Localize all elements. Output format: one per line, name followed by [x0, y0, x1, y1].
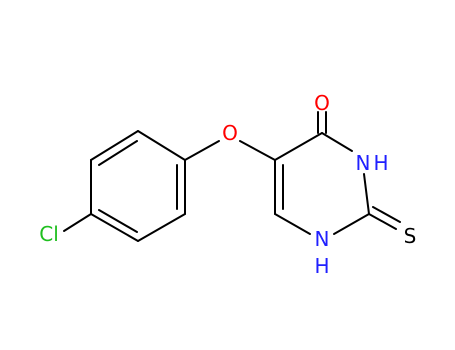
bond-ring-f-inner — [98, 140, 138, 166]
bond-n3-c2 — [363, 173, 370, 215]
bond-c2-n1 — [333, 213, 370, 235]
bond-ring-d — [90, 213, 139, 242]
ether-oxygen-atom-label: O — [222, 121, 238, 145]
bond-c-cl — [63, 213, 92, 232]
chlorophenyl-ring — [90, 130, 186, 242]
carbonyl-oxygen-atom-label: O — [314, 91, 330, 115]
n3-hydrogen-atom-label: H — [373, 151, 388, 175]
n1-hydrogen-atom-label: H — [314, 254, 329, 278]
bond-c2-s-2 — [372, 206, 401, 223]
bond-ring-c — [137, 213, 186, 242]
bond-ring-d-inner — [98, 209, 138, 233]
chlorine-atom-label: Cl — [39, 222, 59, 246]
sulfur-atom-label: S — [404, 224, 417, 248]
bond-c4-n3 — [321, 132, 353, 152]
bond-c5-c4 — [274, 132, 323, 161]
bond-ring-a — [137, 130, 186, 161]
bond-c2-s-1 — [368, 213, 397, 230]
thiouracil-ring — [274, 132, 370, 235]
n3-nitrogen-atom-label: N — [356, 151, 371, 175]
n1-nitrogen-atom-label: N — [315, 227, 330, 251]
bond-ring-f — [90, 130, 139, 161]
bond-aryl-o — [184, 140, 220, 161]
bond-o-c5 — [239, 140, 276, 161]
bond-n1-c6 — [274, 213, 311, 235]
